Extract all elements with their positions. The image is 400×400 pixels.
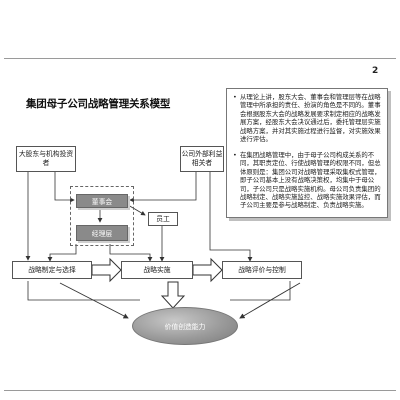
- governance-group: [70, 186, 134, 246]
- implementation-box: 战略实施: [121, 261, 193, 279]
- management-box: 经理层: [76, 225, 128, 241]
- notes-panel: • 从理论上讲，股东大会、董事会和管理层等在战略管理中所承担的责任、扮演的角色是…: [226, 88, 388, 218]
- page-number: 2: [372, 66, 379, 76]
- note-text: 在集团战略管理中，由于母子公司构成关系的不同，其职责定位、行使战略管理的权限不同…: [240, 151, 381, 210]
- note-item: • 在集团战略管理中，由于母子公司构成关系的不同，其职责定位、行使战略管理的权限…: [233, 151, 383, 210]
- page-title: 集团母子公司战略管理关系模型: [26, 98, 171, 110]
- bullet-icon: •: [233, 151, 237, 159]
- staff-box: 员工: [148, 212, 178, 226]
- header-rule: [4, 58, 396, 59]
- value-creation-ellipse: 价值创造能力: [132, 307, 238, 345]
- shareholders-box: 大股东与机构投资者: [16, 146, 76, 172]
- footer-rule: [4, 390, 396, 391]
- note-text: 从理论上讲，股东大会、董事会和管理层等在战略管理中所承担的责任、扮演的角色是不同…: [240, 93, 381, 144]
- note-item: • 从理论上讲，股东大会、董事会和管理层等在战略管理中所承担的责任、扮演的角色是…: [233, 93, 383, 143]
- formulation-box: 战略制定与选择: [12, 261, 92, 279]
- external-stakeholders-box: 公司外部利益相关者: [180, 146, 224, 172]
- header-area: [0, 0, 400, 56]
- bullet-icon: •: [233, 93, 237, 101]
- board-box: 董事会: [76, 194, 128, 208]
- evaluation-box: 战略评价与控制: [222, 261, 302, 279]
